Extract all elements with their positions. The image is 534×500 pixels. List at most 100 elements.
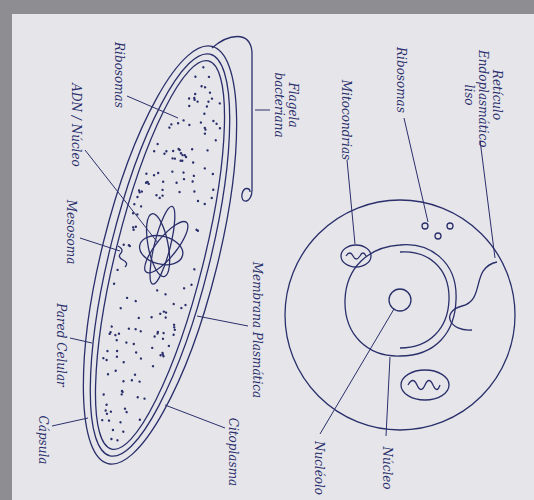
ribosome-dot — [101, 419, 104, 422]
ribosome-dot — [164, 293, 167, 296]
ribosome-dot — [215, 122, 218, 125]
ribosome — [435, 233, 441, 239]
ribosome-dot — [172, 333, 175, 336]
flagellum — [212, 37, 252, 202]
ribosome-dot — [106, 412, 109, 415]
ribosome-dot — [134, 373, 137, 376]
ribosome-dot — [109, 410, 112, 413]
ribosome-dot — [183, 287, 186, 290]
nucleolus — [389, 289, 411, 311]
ribosome-dot — [179, 159, 182, 162]
ribosome-dot — [120, 393, 123, 396]
part-label: Nucléolo — [311, 441, 325, 495]
ribosome-dot — [125, 341, 128, 344]
ribosome-dot — [140, 205, 143, 208]
ribosome-dot — [155, 194, 158, 197]
ribosome-dot — [203, 126, 206, 129]
ribosome-dot — [140, 190, 143, 193]
ribosome-dot — [157, 172, 160, 175]
ribosome-dot — [202, 66, 205, 69]
ribosome-dot — [136, 196, 139, 199]
ribosome-dot — [114, 369, 117, 372]
ribosome-dot — [200, 85, 203, 88]
ribosome-dot — [192, 174, 195, 177]
ribosome-dot — [211, 173, 214, 176]
ribosome-dot — [138, 380, 141, 383]
ribosome-dot — [132, 228, 135, 231]
ribosome-dot — [173, 328, 176, 331]
ribosome-dot — [130, 379, 133, 382]
ribosome-dot — [212, 188, 215, 191]
ribosome-dot — [190, 283, 193, 286]
nucleus — [345, 245, 456, 356]
ribosome-dot — [182, 119, 185, 122]
ribosome-dot — [153, 150, 156, 153]
mesosome — [118, 246, 127, 267]
ribosome-dot — [205, 105, 208, 108]
ribosome-dot — [105, 403, 108, 406]
ribosome-dot — [168, 126, 171, 129]
ribosome-dot — [152, 365, 155, 368]
ribosome-dot — [153, 335, 156, 338]
ribosome-dot — [203, 203, 206, 206]
ribosome-dot — [110, 438, 113, 441]
ribosome-dot — [133, 203, 136, 206]
cell-wall-outline — [61, 42, 258, 468]
ribosome-dot — [162, 180, 165, 183]
ribosome-dot — [137, 316, 140, 319]
part-label: Ribosomas — [111, 42, 125, 108]
mitochondrion-cristae — [346, 253, 366, 259]
ribosome-dot — [132, 226, 135, 229]
ribosome-dot — [114, 334, 117, 337]
ribosome-dot — [203, 167, 206, 170]
ribosome-dot — [150, 316, 153, 319]
ribosome-dot — [102, 357, 105, 360]
ribosome-dot — [134, 328, 137, 331]
ribosome-dot — [122, 380, 125, 383]
part-label: Flagela bacteriana — [271, 70, 299, 140]
ribosome-dot — [126, 296, 129, 299]
ribosome-dot — [173, 157, 176, 160]
ribosome-dot — [178, 148, 181, 151]
ribosome-dot — [119, 307, 122, 310]
ribosome-dot — [177, 122, 180, 125]
part-label: Núcleo — [379, 446, 393, 489]
ribosome-dot — [106, 350, 109, 353]
ribosome-dot — [122, 430, 125, 433]
ribosome-dot — [173, 323, 176, 326]
ribosome-dot — [193, 190, 196, 193]
ribosome-dot — [204, 86, 207, 89]
part-label: ADN / Núcleo — [68, 83, 82, 167]
ribosome-dot — [162, 337, 165, 340]
ribosome-dot — [162, 332, 165, 335]
part-label: Membrana Plasmática — [249, 262, 263, 398]
ribosome-dot — [109, 331, 112, 334]
dna-loop — [145, 205, 180, 286]
ribosome-dot — [115, 355, 118, 358]
ribosome-dot — [116, 439, 119, 442]
membrane-outline — [69, 50, 251, 459]
ribosome-dot — [218, 102, 221, 105]
cell-membrane — [285, 200, 515, 430]
ribosome-dot — [165, 311, 168, 314]
ribosome-dot — [218, 127, 221, 130]
ribosome-dot — [181, 154, 184, 157]
ribosome-dot — [196, 100, 199, 103]
ribosome-dot — [163, 152, 166, 155]
ribosome-dot — [184, 304, 187, 307]
ribosome-dot — [138, 189, 141, 192]
ribosome-dot — [117, 332, 120, 335]
ribosome-dot — [199, 121, 202, 124]
ribosome-dot — [151, 346, 154, 349]
ribosome-dot — [162, 310, 165, 313]
ribosome-dot — [115, 339, 118, 342]
ribosome-dot — [122, 243, 125, 246]
ribosome-dot — [207, 75, 210, 78]
ribosome-dot — [159, 312, 162, 315]
mitochondrion-cristae — [408, 381, 440, 390]
ribosome-dot — [107, 373, 110, 376]
ribosome-dot — [139, 330, 142, 333]
ribosome-dot — [132, 343, 135, 346]
ribosome-dot — [195, 228, 198, 231]
ribosome-dot — [194, 93, 197, 96]
